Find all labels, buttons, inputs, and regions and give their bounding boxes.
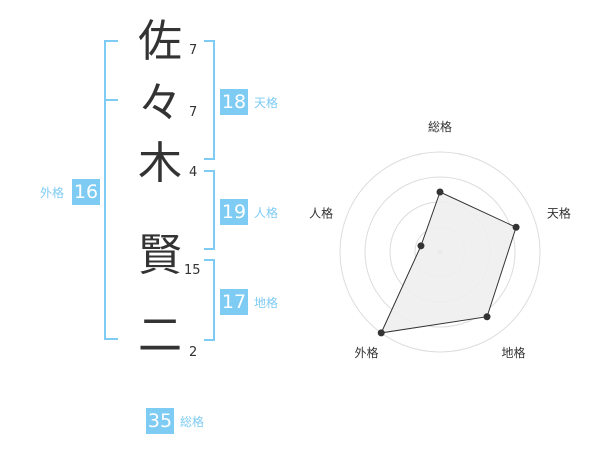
soukaku-value: 35 <box>146 408 174 434</box>
radar-points <box>377 188 520 337</box>
radar-point-1 <box>436 188 444 196</box>
radar-axis-label-4: 外格 <box>355 345 379 360</box>
radar-axis-label-1: 総格 <box>428 119 452 134</box>
gaikaku-value: 16 <box>72 179 100 205</box>
name-char-2: 々 <box>138 78 182 129</box>
radar-ring <box>339 151 541 353</box>
tenkaku-value: 18 <box>220 89 248 115</box>
radar-point-5 <box>417 242 425 250</box>
stroke-count-5: 2 <box>189 345 198 360</box>
stroke-count-3: 4 <box>189 165 198 180</box>
soukaku-label: 総格 <box>180 415 205 429</box>
chikaku-value: 17 <box>220 289 248 315</box>
radar-point-3 <box>483 313 491 321</box>
radar-axis-label-2: 天格 <box>547 205 571 220</box>
name-char-3: 木 <box>138 138 182 189</box>
radar-axis-label-3: 地格 <box>501 345 525 360</box>
name-char-5: 二 <box>138 310 182 361</box>
radar-axis-label-5: 人格 <box>309 205 333 220</box>
radar-point-4 <box>377 329 385 337</box>
jinkaku-label: 人格 <box>254 206 279 220</box>
radar-ring <box>364 176 516 328</box>
jinkaku-value: 19 <box>220 199 248 225</box>
radar-point-2 <box>512 223 520 231</box>
tenkaku-label: 天格 <box>254 96 279 110</box>
stroke-count-2: 7 <box>189 105 198 120</box>
stroke-count-4: 15 <box>184 263 201 278</box>
stroke-count-1: 7 <box>189 43 198 58</box>
chikaku-label: 地格 <box>254 296 279 310</box>
radar-area <box>380 191 517 334</box>
gaikaku-label: 外格 <box>40 186 65 200</box>
name-char-4: 賢 <box>138 230 182 281</box>
name-char-1: 佐 <box>138 16 182 67</box>
